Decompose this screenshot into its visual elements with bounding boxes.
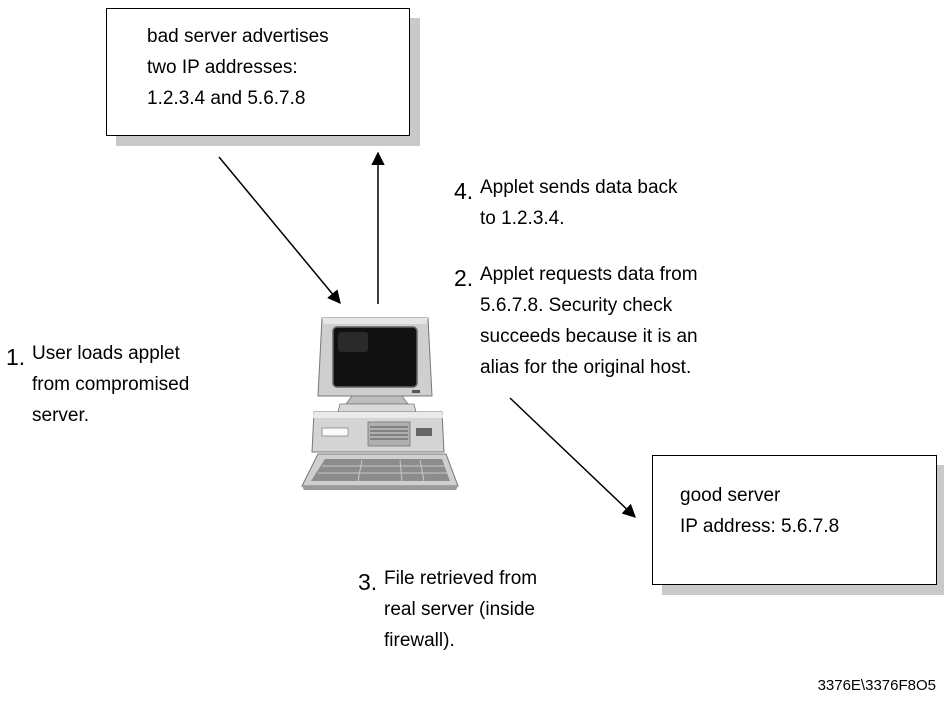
step-text: Applet sends data back to 1.2.3.4. <box>480 172 678 234</box>
step-line: alias for the original host. <box>480 357 692 378</box>
bad-server-line: 1.2.3.4 and 5.6.7.8 <box>147 88 306 109</box>
step-2: 2. Applet requests data from 5.6.7.8. Se… <box>454 259 698 383</box>
step-line: succeeds because it is an <box>480 326 698 347</box>
good-server-line: IP address: 5.6.7.8 <box>680 516 840 537</box>
step-line: to 1.2.3.4. <box>480 208 565 229</box>
step-3: 3. File retrieved from real server (insi… <box>358 563 537 656</box>
step-text: Applet requests data from 5.6.7.8. Secur… <box>480 259 698 383</box>
step-line: User loads applet <box>32 343 180 364</box>
good-server-line: good server <box>680 485 781 506</box>
arrow-bad-server-to-computer <box>218 156 341 305</box>
step-text: File retrieved from real server (inside … <box>384 563 537 656</box>
step-line: File retrieved from <box>384 568 538 589</box>
step-line: Applet requests data from <box>480 264 698 285</box>
step-1: 1. User loads applet from compromised se… <box>6 338 189 431</box>
good-server-box: good server IP address: 5.6.7.8 <box>652 455 937 585</box>
step-line: Applet sends data back <box>480 177 678 198</box>
step-number: 2. <box>454 265 474 291</box>
step-line: 5.6.7.8. Security check <box>480 295 673 316</box>
step-4: 4. Applet sends data back to 1.2.3.4. <box>454 172 678 234</box>
step-line: server. <box>32 405 90 426</box>
desktop-computer-icon <box>301 317 459 490</box>
step-number: 1. <box>6 344 26 370</box>
bad-server-label: bad server advertises two IP addresses: … <box>147 21 409 114</box>
good-server-label: good server IP address: 5.6.7.8 <box>680 480 936 542</box>
step-number: 4. <box>454 178 474 204</box>
step-number: 3. <box>358 569 378 595</box>
step-line: real server (inside <box>384 599 535 620</box>
bad-server-box: bad server advertises two IP addresses: … <box>106 8 410 136</box>
bad-server-line: bad server advertises <box>147 26 329 47</box>
bad-server-line: two IP addresses: <box>147 57 298 78</box>
arrow-to-good-server <box>509 397 636 518</box>
step-text: User loads applet from compromised serve… <box>32 338 189 431</box>
figure-reference: 3376E\3376F8O5 <box>817 677 936 694</box>
step-line: firewall). <box>384 630 455 651</box>
step-line: from compromised <box>32 374 190 395</box>
